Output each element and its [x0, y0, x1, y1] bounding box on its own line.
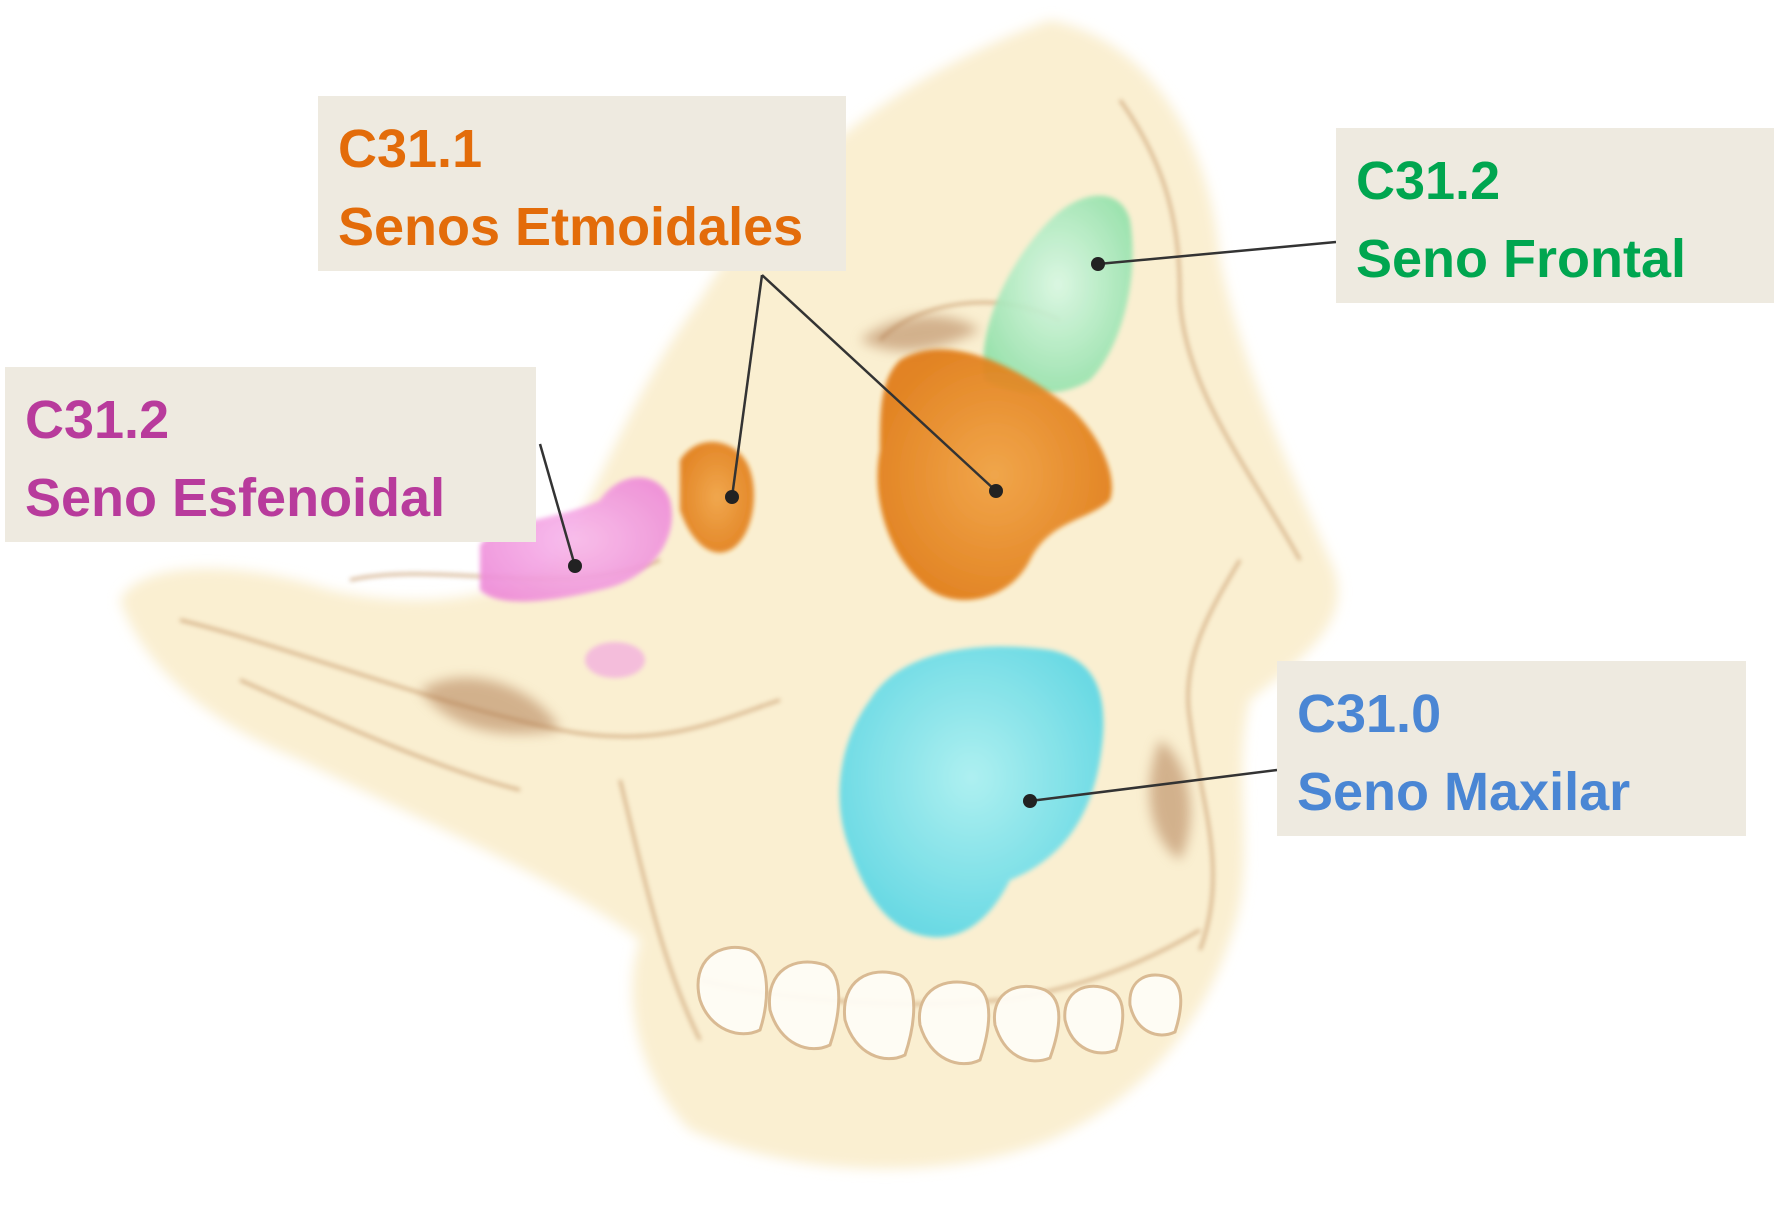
dot-etmoidales-anterior	[989, 484, 1003, 498]
label-seno-maxilar: C31.0 Seno Maxilar	[1277, 661, 1746, 836]
label-name: Seno Esfenoidal	[25, 459, 516, 537]
dot-maxilar	[1023, 794, 1037, 808]
sphenoid-secondary-region	[585, 642, 645, 678]
label-code: C31.2	[25, 381, 516, 459]
label-name: Seno Maxilar	[1297, 753, 1726, 831]
label-seno-frontal: C31.2 Seno Frontal	[1336, 128, 1774, 303]
label-code: C31.0	[1297, 675, 1726, 753]
label-name: Seno Frontal	[1356, 220, 1754, 298]
label-senos-etmoidales: C31.1 Senos Etmoidales	[318, 96, 846, 271]
label-code: C31.1	[338, 110, 826, 188]
dot-etmoidales-posterior	[725, 490, 739, 504]
dot-frontal	[1091, 257, 1105, 271]
label-seno-esfenoidal: C31.2 Seno Esfenoidal	[5, 367, 536, 542]
label-code: C31.2	[1356, 142, 1754, 220]
label-name: Senos Etmoidales	[338, 188, 826, 266]
dot-esfenoidal	[568, 559, 582, 573]
